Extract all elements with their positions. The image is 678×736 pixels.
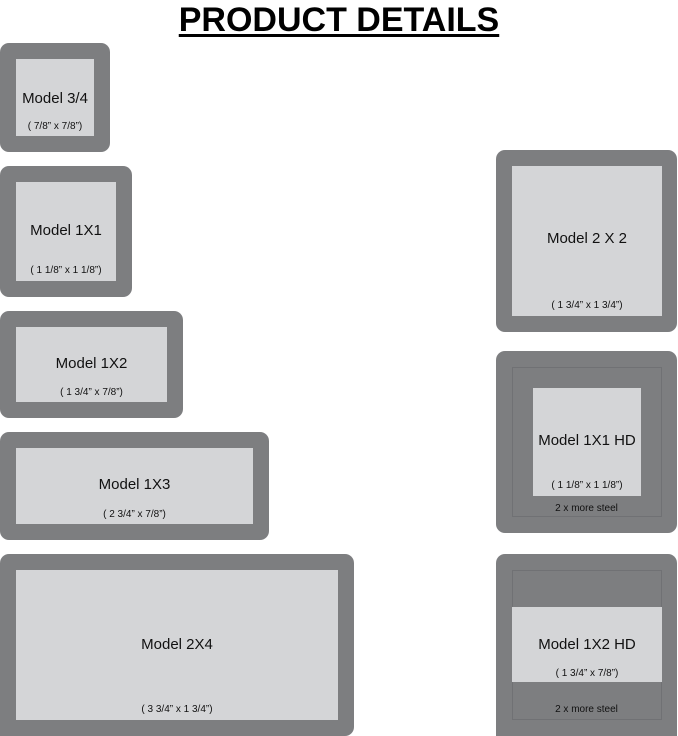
product-insert: Model 1X1 HD ( 1 1/8” x 1 1/8”) — [533, 388, 641, 496]
product-name: Model 1X2 HD — [538, 636, 636, 653]
product-name: Model 3/4 — [22, 90, 88, 107]
product-model-3-4: Model 3/4 ( 7/8” x 7/8”) — [0, 43, 110, 152]
product-model-2x2: Model 2 X 2 ( 1 3/4” x 1 3/4”) — [496, 150, 677, 332]
product-insert: Model 1X3 ( 2 3/4” x 7/8”) — [16, 448, 253, 524]
product-dimensions: ( 1 3/4” x 7/8”) — [60, 387, 123, 398]
product-dimensions: ( 1 1/8” x 1 1/8”) — [30, 265, 102, 276]
product-model-1x2-hd: Model 1X2 HD ( 1 3/4” x 7/8”) 2 x more s… — [496, 554, 677, 736]
product-dimensions: ( 3 3/4” x 1 3/4”) — [141, 704, 213, 715]
product-model-1x1: Model 1X1 ( 1 1/8” x 1 1/8”) — [0, 166, 132, 297]
product-name: Model 1X2 — [55, 355, 128, 372]
product-name: Model 1X1 — [30, 222, 102, 239]
product-model-2x4: Model 2X4 ( 3 3/4” x 1 3/4”) — [0, 554, 354, 736]
product-insert: Model 1X2 HD ( 1 3/4” x 7/8”) — [512, 607, 662, 682]
page-title: PRODUCT DETAILS — [178, 1, 500, 39]
product-insert: Model 1X2 ( 1 3/4” x 7/8”) — [16, 327, 167, 402]
product-name: Model 2X4 — [141, 636, 213, 653]
product-dimensions: ( 7/8” x 7/8”) — [27, 121, 83, 132]
product-dimensions: ( 1 1/8” x 1 1/8”) — [551, 480, 623, 491]
product-insert: Model 2X4 ( 3 3/4” x 1 3/4”) — [16, 570, 338, 720]
product-insert: Model 1X1 ( 1 1/8” x 1 1/8”) — [16, 182, 116, 281]
product-name: Model 1X1 HD — [538, 432, 636, 449]
product-dimensions: ( 2 3/4” x 7/8”) — [103, 509, 166, 520]
steel-plate-outline — [512, 367, 662, 517]
product-model-1x2: Model 1X2 ( 1 3/4” x 7/8”) — [0, 311, 183, 418]
product-name: Model 1X3 — [98, 476, 171, 493]
product-insert: Model 3/4 ( 7/8” x 7/8”) — [16, 59, 94, 136]
steel-note: 2 x more steel — [555, 704, 618, 715]
product-dimensions: ( 1 3/4” x 1 3/4”) — [551, 300, 623, 311]
product-dimensions: ( 1 3/4” x 7/8”) — [555, 668, 619, 679]
product-model-1x3: Model 1X3 ( 2 3/4” x 7/8”) — [0, 432, 269, 540]
product-insert: Model 2 X 2 ( 1 3/4” x 1 3/4”) — [512, 166, 662, 316]
steel-note: 2 x more steel — [555, 503, 618, 514]
product-model-1x1-hd: Model 1X1 HD ( 1 1/8” x 1 1/8”) 2 x more… — [496, 351, 677, 533]
product-name: Model 2 X 2 — [546, 230, 628, 247]
